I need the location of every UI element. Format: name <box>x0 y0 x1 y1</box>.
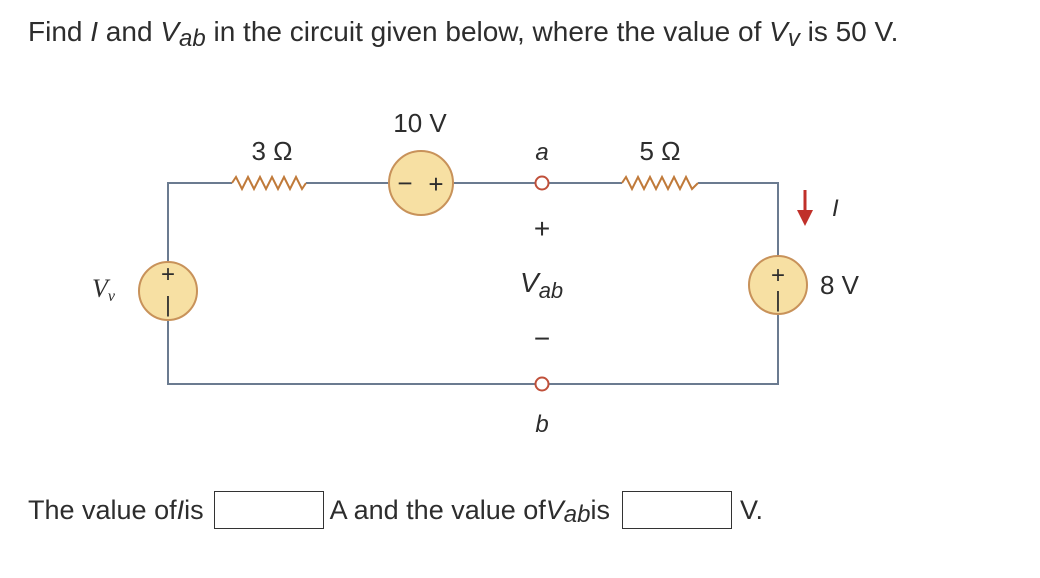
answer-text3: A and the value of <box>329 495 546 525</box>
current-label: I <box>832 195 839 222</box>
source-vv <box>138 261 198 321</box>
node-a <box>534 175 550 191</box>
question-part2: and <box>98 16 161 47</box>
answer-var-i: I <box>176 495 185 525</box>
answer-text5: V. <box>740 495 764 525</box>
vab-label: Vab <box>520 267 563 303</box>
source-8v-label: 8 V <box>820 270 860 300</box>
resistor-5ohm <box>621 174 699 192</box>
source-8v <box>748 255 808 315</box>
vab-answer-input[interactable] <box>622 491 732 529</box>
answer-sub-ab: ab <box>563 501 591 528</box>
vab-label-v: V <box>520 267 541 298</box>
node-b <box>534 376 550 392</box>
resistor-5ohm-label: 5 Ω <box>639 136 680 166</box>
current-arrow-head <box>797 210 813 226</box>
answer-text4: is <box>590 495 611 525</box>
source-vv-label: Vv <box>92 274 116 305</box>
var-v: V <box>160 16 179 47</box>
wire-r2-right <box>698 182 779 266</box>
source-vv-plus: + <box>161 261 175 288</box>
question-text: Find I and Vab in the circuit given belo… <box>28 12 1028 54</box>
resistor-3ohm <box>231 174 307 192</box>
vab-plus: + <box>534 213 550 244</box>
wire-right-bottom <box>548 304 779 385</box>
var-v2: V <box>769 16 788 47</box>
source-10v <box>388 150 454 216</box>
answer-text2: is <box>184 495 204 525</box>
question-part3: in the circuit given below, where the va… <box>205 16 770 47</box>
source-10v-plus: + <box>428 169 443 199</box>
question-part1: Find <box>28 16 91 47</box>
wire-b-left <box>167 308 536 385</box>
vab-minus: − <box>534 323 550 354</box>
wires <box>167 182 779 385</box>
resistor-3ohm-label: 3 Ω <box>251 136 292 166</box>
wire-left-top <box>167 182 232 274</box>
node-b-label: b <box>535 411 548 438</box>
var-i: I <box>90 16 99 47</box>
answer-var-v: V <box>545 495 564 525</box>
source-8v-plus: + <box>771 262 785 289</box>
source-10v-label: 10 V <box>393 108 447 138</box>
source-8v-minus: | <box>775 287 781 312</box>
question-part4: is 50 V. <box>799 16 899 47</box>
answer-text1: The value of <box>28 495 177 525</box>
source-vv-minus: | <box>165 292 171 317</box>
sub-ab: ab <box>179 25 206 52</box>
vv-label-v: V <box>92 274 111 303</box>
current-answer-input[interactable] <box>213 491 324 529</box>
source-10v-minus: − <box>397 168 412 198</box>
vab-label-sub: ab <box>539 278 563 303</box>
sub-v: v <box>787 25 800 52</box>
vv-label-sub: v <box>108 288 116 305</box>
node-a-label: a <box>535 139 548 166</box>
